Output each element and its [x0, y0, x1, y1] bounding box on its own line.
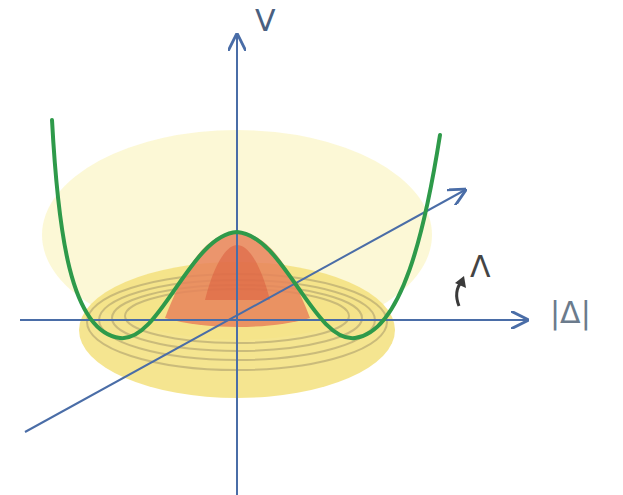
axis-label: Λ: [470, 252, 491, 282]
v-axis: [236, 35, 238, 495]
depth-axis: [25, 190, 465, 432]
rotation-arrowhead: [455, 276, 466, 288]
potential-curve: [52, 120, 440, 338]
axis-label: V: [255, 6, 276, 36]
delta-axis: [20, 319, 527, 321]
axis-label: |Δ|: [550, 298, 591, 328]
